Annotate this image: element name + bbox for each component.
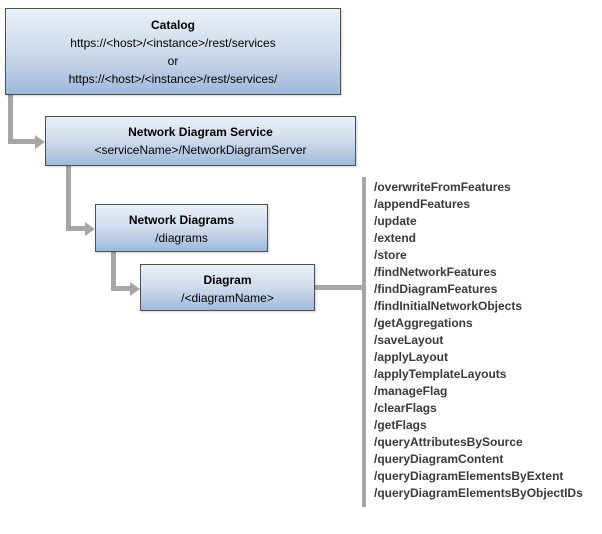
network-diagram-service-node: Network Diagram Service <serviceName>/Ne…	[45, 116, 356, 166]
operation-label: /queryDiagramElementsByExtent	[374, 469, 564, 483]
operation-label: /manageFlag	[374, 384, 448, 398]
catalog-url-1: https://<host>/<instance>/rest/services	[70, 36, 276, 50]
arrow-right-icon	[85, 221, 95, 236]
operation-label: /findDiagramFeatures	[374, 282, 498, 296]
operation-label: /extend	[374, 231, 417, 245]
service-path: <serviceName>/NetworkDiagramServer	[94, 143, 307, 157]
connector-diagrams-vertical	[111, 252, 116, 291]
arrow-right-icon	[130, 281, 140, 296]
operation-label: /applyTemplateLayouts	[374, 367, 507, 381]
operation-label: /queryDiagramElementsByObjectIDs	[374, 486, 583, 500]
operation-label: /store	[374, 248, 407, 262]
operation-label: /getAggregations	[374, 316, 473, 330]
connector-diagram-to-operations	[315, 285, 363, 290]
catalog-url-2: https://<host>/<instance>/rest/services/	[68, 72, 278, 86]
operation-label: /update	[374, 214, 417, 228]
operation-label: /queryAttributesBySource	[374, 435, 523, 449]
catalog-or-label: or	[167, 54, 179, 68]
connector-service-vertical	[66, 166, 71, 231]
operation-label: /overwriteFromFeatures	[374, 180, 511, 194]
catalog-title: Catalog	[150, 18, 195, 32]
operations-list: /overwriteFromFeatures /appendFeatures /…	[374, 179, 600, 502]
diagrams-path: /diagrams	[155, 231, 208, 245]
operation-label: /applyLayout	[374, 350, 449, 364]
connector-catalog-horizontal	[8, 139, 36, 144]
operation-label: /saveLayout	[374, 333, 444, 347]
operation-label: /findInitialNetworkObjects	[374, 299, 523, 313]
connector-catalog-vertical	[8, 95, 13, 144]
service-title: Network Diagram Service	[128, 125, 273, 139]
connector-diagrams-horizontal	[111, 286, 131, 291]
operations-bracket-line	[362, 177, 366, 507]
operation-label: /appendFeatures	[374, 197, 471, 211]
diagrams-title: Network Diagrams	[128, 213, 235, 227]
operation-label: /queryDiagramContent	[374, 452, 504, 466]
arrow-right-icon	[35, 134, 45, 149]
diagram-node: Diagram /<diagramName>	[140, 264, 315, 311]
diagram-path: /<diagramName>	[181, 291, 274, 305]
catalog-node: Catalog https://<host>/<instance>/rest/s…	[5, 8, 341, 95]
network-diagrams-node: Network Diagrams /diagrams	[95, 204, 268, 252]
diagram-title: Diagram	[203, 273, 252, 287]
operation-label: /findNetworkFeatures	[374, 265, 497, 279]
operation-label: /clearFlags	[374, 401, 437, 415]
operation-label: /getFlags	[374, 418, 427, 432]
connector-service-horizontal	[66, 226, 86, 231]
